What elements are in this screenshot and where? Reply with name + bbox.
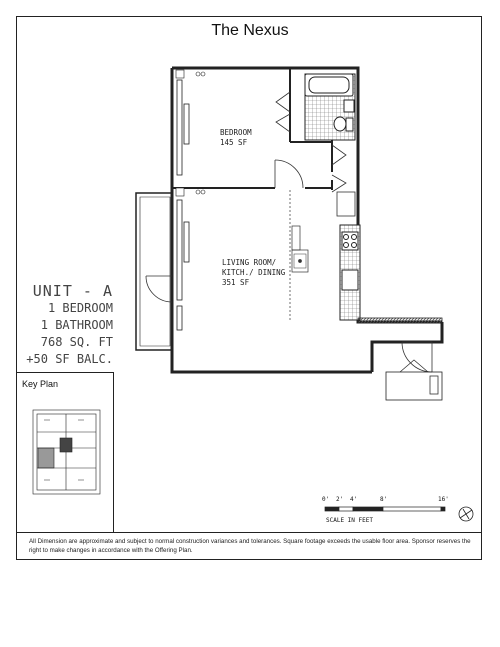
kitchen-island xyxy=(289,190,309,322)
unit-bathrooms: 1 BATHROOM xyxy=(40,318,113,332)
scale-tick: 16' xyxy=(438,496,449,503)
interior-walls xyxy=(172,68,333,190)
ledge-hatch xyxy=(357,317,443,324)
north-arrow xyxy=(458,506,474,522)
scale-tick: 4' xyxy=(350,496,358,503)
entry-closets xyxy=(331,144,356,217)
balcony-door xyxy=(145,275,173,303)
entry-door xyxy=(385,341,443,401)
unit-info: UNIT - A 1 BEDROOM 1 BATHROOM 768 SQ. FT… xyxy=(17,283,113,368)
scale-tick: 2' xyxy=(336,496,344,503)
bedroom-door xyxy=(274,159,304,189)
wall-vents xyxy=(175,69,206,197)
bathroom xyxy=(304,73,356,141)
scale-tick: 8' xyxy=(380,496,388,503)
bedroom-label: BEDROOM 145 SF xyxy=(220,128,252,148)
scale-tick: 0' xyxy=(322,496,330,503)
key-plan-title: Key Plan xyxy=(22,379,59,389)
living-name-line1: LIVING ROOM/ xyxy=(222,258,277,267)
windows xyxy=(176,79,190,331)
bedroom-name: BEDROOM xyxy=(220,128,252,137)
living-label: LIVING ROOM/ KITCH./ DINING 351 SF xyxy=(222,258,285,288)
unit-sqft: 768 SQ. FT xyxy=(40,335,113,349)
scale-label: SCALE IN FEET xyxy=(326,517,373,524)
kitchen xyxy=(339,224,361,321)
living-area: 351 SF xyxy=(222,278,250,287)
disclaimer-text: All Dimension are approximate and subjec… xyxy=(17,532,481,559)
scale-bar-graphic xyxy=(324,506,446,512)
unit-balcony: +50 SF BALC. xyxy=(26,352,113,366)
bedroom-area: 145 SF xyxy=(220,138,248,147)
living-name-line2: KITCH./ DINING xyxy=(222,268,286,277)
unit-name: UNIT - A xyxy=(32,282,113,300)
scale-bar: 0' 2' 4' 8' 16' SCALE IN FEET xyxy=(322,496,452,528)
building-title: The Nexus xyxy=(211,22,289,39)
closet-doors xyxy=(275,91,291,133)
key-plan-diagram xyxy=(32,409,101,495)
balcony-outline xyxy=(135,192,172,351)
key-plan-box: Key Plan xyxy=(17,372,114,532)
floorplan-sheet xyxy=(16,16,482,560)
unit-bedrooms: 1 BEDROOM xyxy=(47,301,113,315)
